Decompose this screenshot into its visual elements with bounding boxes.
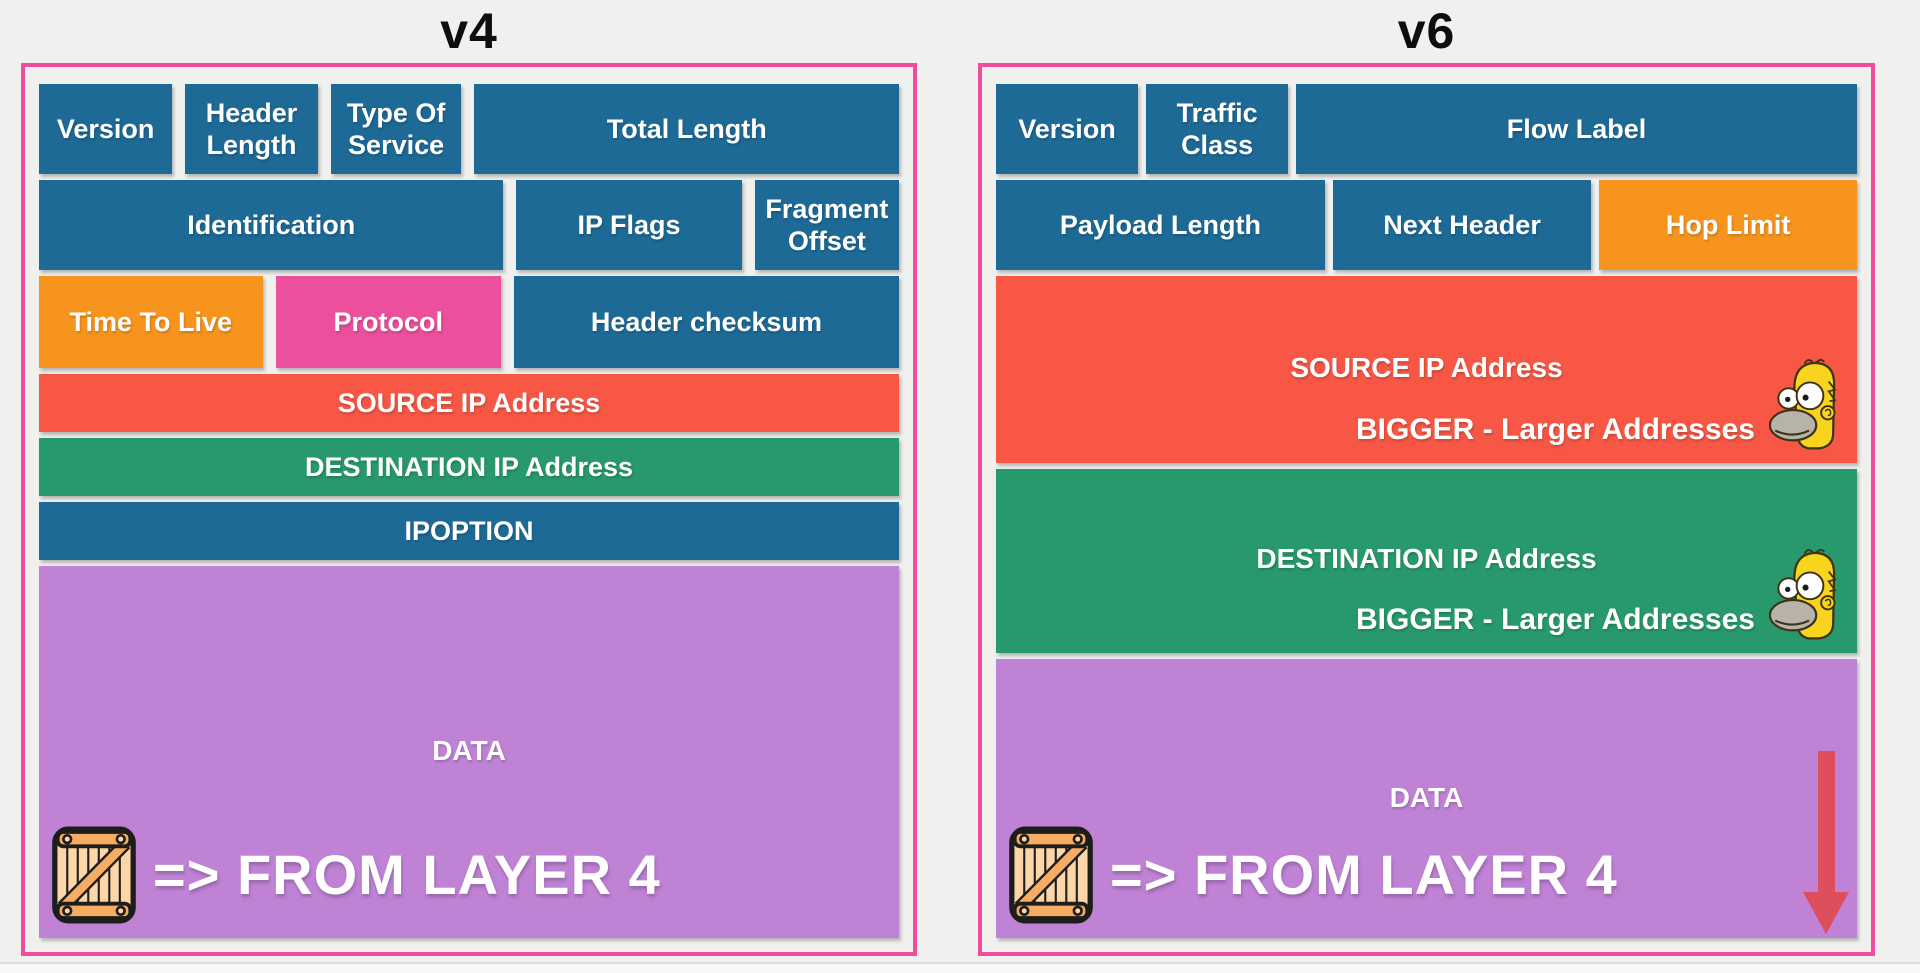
v6-destination-ip-label: DESTINATION IP Address [1256, 543, 1597, 574]
v6-flow-label-box: Flow Label [1296, 84, 1857, 174]
v4-from-layer-label: => FROM LAYER 4 [153, 843, 661, 906]
v6-payload-length-box: Payload Length [996, 180, 1325, 270]
v6-version-box: Version [996, 84, 1139, 174]
v6-destination-ip-box: DESTINATION IP Address BIGGER - Larger A… [996, 469, 1857, 653]
v4-panel: Version Header Length Type Of Service To… [21, 63, 917, 956]
v6-title: v6 [1397, 3, 1456, 59]
v4-fragment-offset-box: Fragment Offset [754, 180, 899, 270]
slide-bottom-edge [0, 962, 1920, 973]
v4-row-3: Time To Live Protocol Header checksum [39, 276, 899, 368]
v4-total-length-box: Total Length [474, 84, 899, 174]
v4-row-2: Identification IP Flags Fragment Offset [39, 180, 899, 270]
v6-source-bigger-note: BIGGER - Larger Addresses [1355, 413, 1755, 446]
v6-data-label: DATA [1389, 781, 1464, 813]
v6-row-2: Payload Length Next Header Hop Limit [996, 180, 1857, 270]
v6-data-bottom-row: => FROM LAYER 4 [1008, 824, 1618, 926]
v6-panel: Version Traffic Class Flow Label Payload… [978, 63, 1875, 956]
v6-source-ip-box: SOURCE IP Address BIGGER - Larger Addres… [996, 276, 1857, 463]
v6-traffic-class-box: Traffic Class [1146, 84, 1289, 174]
homer-simpson-icon [1769, 549, 1837, 640]
v4-ip-flags-box: IP Flags [516, 180, 742, 270]
crate-icon [1009, 826, 1093, 924]
v4-ipoption-stripe: IPOPTION [39, 502, 899, 560]
homer-simpson-icon [1769, 359, 1837, 450]
v4-row-1: Version Header Length Type Of Service To… [39, 84, 899, 174]
v4-type-of-service-box: Type Of Service [330, 84, 462, 174]
v6-source-ip-label: SOURCE IP Address [1290, 351, 1563, 383]
v4-identification-box: Identification [39, 180, 504, 270]
v4-protocol-box: Protocol [275, 276, 501, 368]
v6-destination-bigger-note: BIGGER - Larger Addresses [1355, 603, 1755, 636]
v6-row-1: Version Traffic Class Flow Label [996, 84, 1857, 174]
v6-data-box: DATA [996, 659, 1857, 938]
v4-data-box: DATA [39, 566, 899, 938]
v6-next-header-box: Next Header [1332, 180, 1592, 270]
v4-destination-ip-stripe: DESTINATION IP Address [39, 438, 899, 496]
v4-time-to-live-box: Time To Live [39, 276, 263, 368]
v4-header-length-box: Header Length [185, 84, 318, 174]
v6-hop-limit-box: Hop Limit [1599, 180, 1857, 270]
crate-icon [52, 826, 136, 924]
v6-from-layer-label: => FROM LAYER 4 [1110, 843, 1618, 906]
v4-source-ip-stripe: SOURCE IP Address [39, 374, 899, 432]
v4-data-label: DATA [432, 735, 506, 766]
v4-data-bottom-row: => FROM LAYER 4 [51, 824, 661, 926]
down-arrow-icon [1803, 751, 1849, 934]
v4-header-checksum-box: Header checksum [513, 276, 899, 368]
v4-title: v4 [440, 3, 498, 59]
v4-version-box: Version [39, 84, 173, 174]
